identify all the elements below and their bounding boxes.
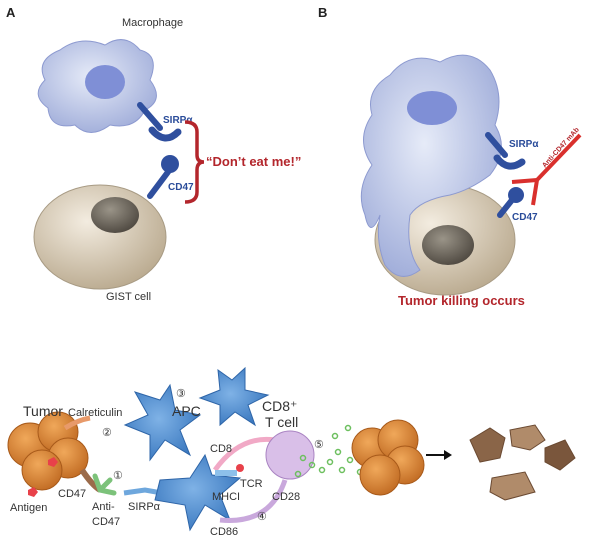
anti-cd47-antibody-icon [92,473,117,496]
bracket [184,120,205,204]
gist-nucleus [91,197,139,233]
panel-b: B SIRPα CD47 Anti-CD47 mAb Tumor killing… [318,5,582,308]
cd8-t-cell [265,430,315,480]
antigen-icon [28,487,38,497]
cd47-head-b [508,187,524,203]
step-1: ① [113,470,123,482]
step-5: ⑤ [314,439,324,451]
sirpa-label-b: SIRPα [509,139,539,150]
sirpa-receptor-b [485,132,526,170]
antigen-icon [48,457,58,467]
cytokine-dots [294,424,364,478]
cd86-label: CD86 [210,526,238,538]
cd47-label: CD47 [58,488,86,500]
cd8-t-cell-label-2: T cell [265,414,298,430]
dont-eat-me-text: “Don’t eat me!” [206,154,301,169]
tumor-killing-text: Tumor killing occurs [398,293,525,308]
gist-cell-label: GIST cell [106,291,151,303]
antigen-label: Antigen [10,502,47,514]
calreticulin-label: Calreticulin [68,407,122,419]
macrophage-label: Macrophage [122,17,183,29]
step-4: ④ [257,511,267,523]
tcr-antigen-icon [236,464,244,472]
step-3: ③ [176,388,186,400]
mhci-icon [215,470,237,476]
sirpa-icon [123,487,163,496]
cd28-label: CD28 [272,491,300,503]
gist-cell [33,184,167,290]
cd47-label-a: CD47 [168,182,194,193]
sirpa-label-a: SIRPα [163,115,193,126]
cd47-label-b: CD47 [512,212,538,223]
bottom-mechanism: Tumor Calreticulin Antigen CD47 Anti- CD… [7,366,576,538]
antibody-label: Anti-CD47 mAb [541,126,581,169]
panel-a: A Macrophage SIRPα CD47 “Don’t eat me!” … [6,5,301,303]
tcr-label: TCR [240,478,263,490]
calreticulin-icon [63,415,91,431]
sirpa-label: SIRPα [128,501,161,513]
step-2: ② [102,427,112,439]
cd28-icon [219,479,288,523]
apc-label: APC [172,403,201,419]
anti-cd47-label-2: CD47 [92,516,120,528]
cd8-label: CD8 [210,443,232,455]
arrowhead-icon [444,450,452,460]
tumor-nucleus-b [422,225,474,265]
dead-tumor-cells [469,424,576,501]
apc-cell [123,366,270,532]
cd47-receptor [147,155,179,199]
antibody-icon [511,133,582,206]
panel-b-letter: B [318,5,327,20]
cd47-stalk-b [497,197,515,218]
tumor-label: Tumor [23,403,63,419]
mhci-label: MHCI [212,491,240,503]
sirpa-receptor [137,102,182,142]
anti-cd47-label-1: Anti- [92,501,115,513]
cd8-icon [212,436,276,472]
cd8-t-cell-label-1: CD8⁺ [262,398,297,414]
panel-a-letter: A [6,5,16,20]
macrophage-nucleus-b [407,91,457,125]
macrophage-engulfing [360,54,502,277]
tumor-cluster-2 [351,419,425,496]
macrophage-nucleus [85,65,125,99]
